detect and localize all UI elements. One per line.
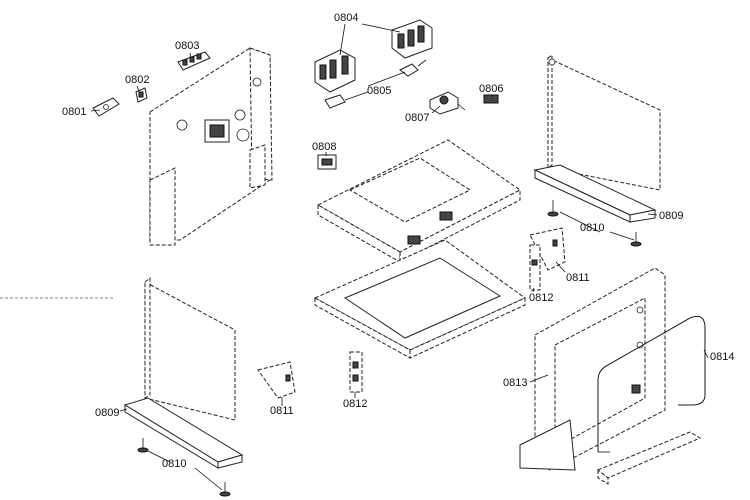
label-0803: 0803 [175,40,199,52]
bottom-right-strip [597,431,702,485]
part-0812-right-strip [529,244,541,291]
label-0812-right: 0812 [529,292,553,304]
part-0806-clip [483,94,499,104]
part-0803-terminal-block [177,51,211,71]
label-0811-right: 0811 [566,272,590,284]
label-0814: 0814 [710,351,734,363]
top-panel-part [316,139,521,263]
part-0805 [324,59,427,109]
label-0804: 0804 [334,12,358,24]
label-0808: 0808 [312,141,336,153]
label-0809-left: 0809 [95,407,119,419]
part-0808-clip [317,154,337,170]
right-side-panel-part [547,54,661,191]
part-0801-plate [92,97,120,117]
label-0811-left: 0811 [270,405,294,417]
part-0807-thermostat [429,91,466,115]
part-0810-right-feet [547,200,642,247]
back-frame-part [149,47,273,246]
part-0809-left-rail [123,397,244,469]
label-0810-right: 0810 [580,222,604,234]
part-0810-left-feet [137,438,231,497]
part-0811-right-bracket [529,227,566,271]
label-0813: 0813 [503,377,527,389]
label-0809-right: 0809 [659,210,683,222]
label-0806: 0806 [479,83,503,95]
bottom-tray-part [313,239,526,359]
part-0812-center-bracket [349,351,363,393]
part-0804-switches [314,19,433,93]
label-0810-left: 0810 [162,458,186,470]
label-0805: 0805 [367,85,391,97]
label-0812-left: 0812 [343,398,367,410]
part-0802-clip [135,87,148,103]
part-labels: 0801 0802 0803 0804 0805 0806 0807 0808 … [62,12,734,470]
leader-lines [90,23,709,491]
label-0802: 0802 [125,74,149,86]
label-0807: 0807 [405,112,429,124]
part-0809-right-rail [533,164,657,223]
part-0814-tube [597,315,706,453]
part-0813-front-frame [519,267,666,471]
left-side-panel-part [144,276,236,421]
part-0811-left-bracket [257,361,296,399]
label-0801: 0801 [62,106,86,118]
